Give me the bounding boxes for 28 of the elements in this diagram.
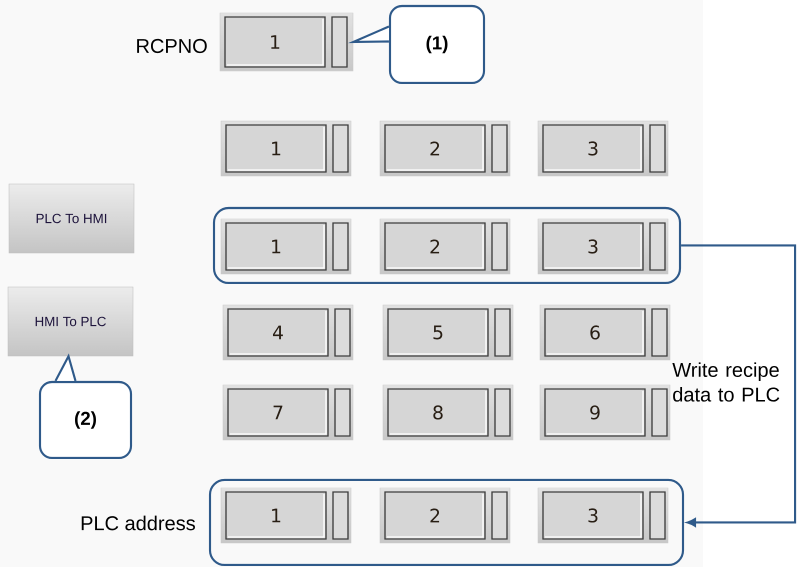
input-field: 2: [380, 218, 510, 274]
input-field: 8: [382, 384, 514, 440]
input-field: 1: [220, 488, 352, 544]
callout-pointer: [348, 25, 390, 44]
field-label: RCPNO: [137, 38, 207, 54]
button: PLC To HMI: [8, 184, 134, 254]
input-field: 1: [220, 120, 352, 176]
button: HMI To PLC: [8, 286, 134, 356]
callout-pointer: [54, 353, 77, 382]
input-field: 3: [538, 120, 668, 176]
arrow: [681, 244, 796, 527]
input-field: 6: [540, 304, 670, 360]
group-frame: [212, 206, 682, 284]
edge-label: Write recipe data to PLC: [672, 362, 780, 402]
input-field: 2: [380, 488, 510, 544]
input-field: 7: [222, 384, 354, 440]
input-field: 1: [220, 12, 354, 72]
field-label: PLC address: [82, 516, 195, 530]
input-field: 2: [380, 120, 510, 176]
callout-bubble: (1): [388, 4, 486, 84]
input-field: 4: [222, 304, 354, 360]
input-field: 9: [540, 384, 670, 440]
input-field: 1: [220, 218, 352, 274]
input-field: 5: [382, 304, 514, 360]
group-frame: [208, 478, 684, 566]
callout-bubble: (2): [38, 380, 132, 460]
input-field: 3: [538, 218, 668, 274]
input-field: 3: [538, 488, 668, 544]
